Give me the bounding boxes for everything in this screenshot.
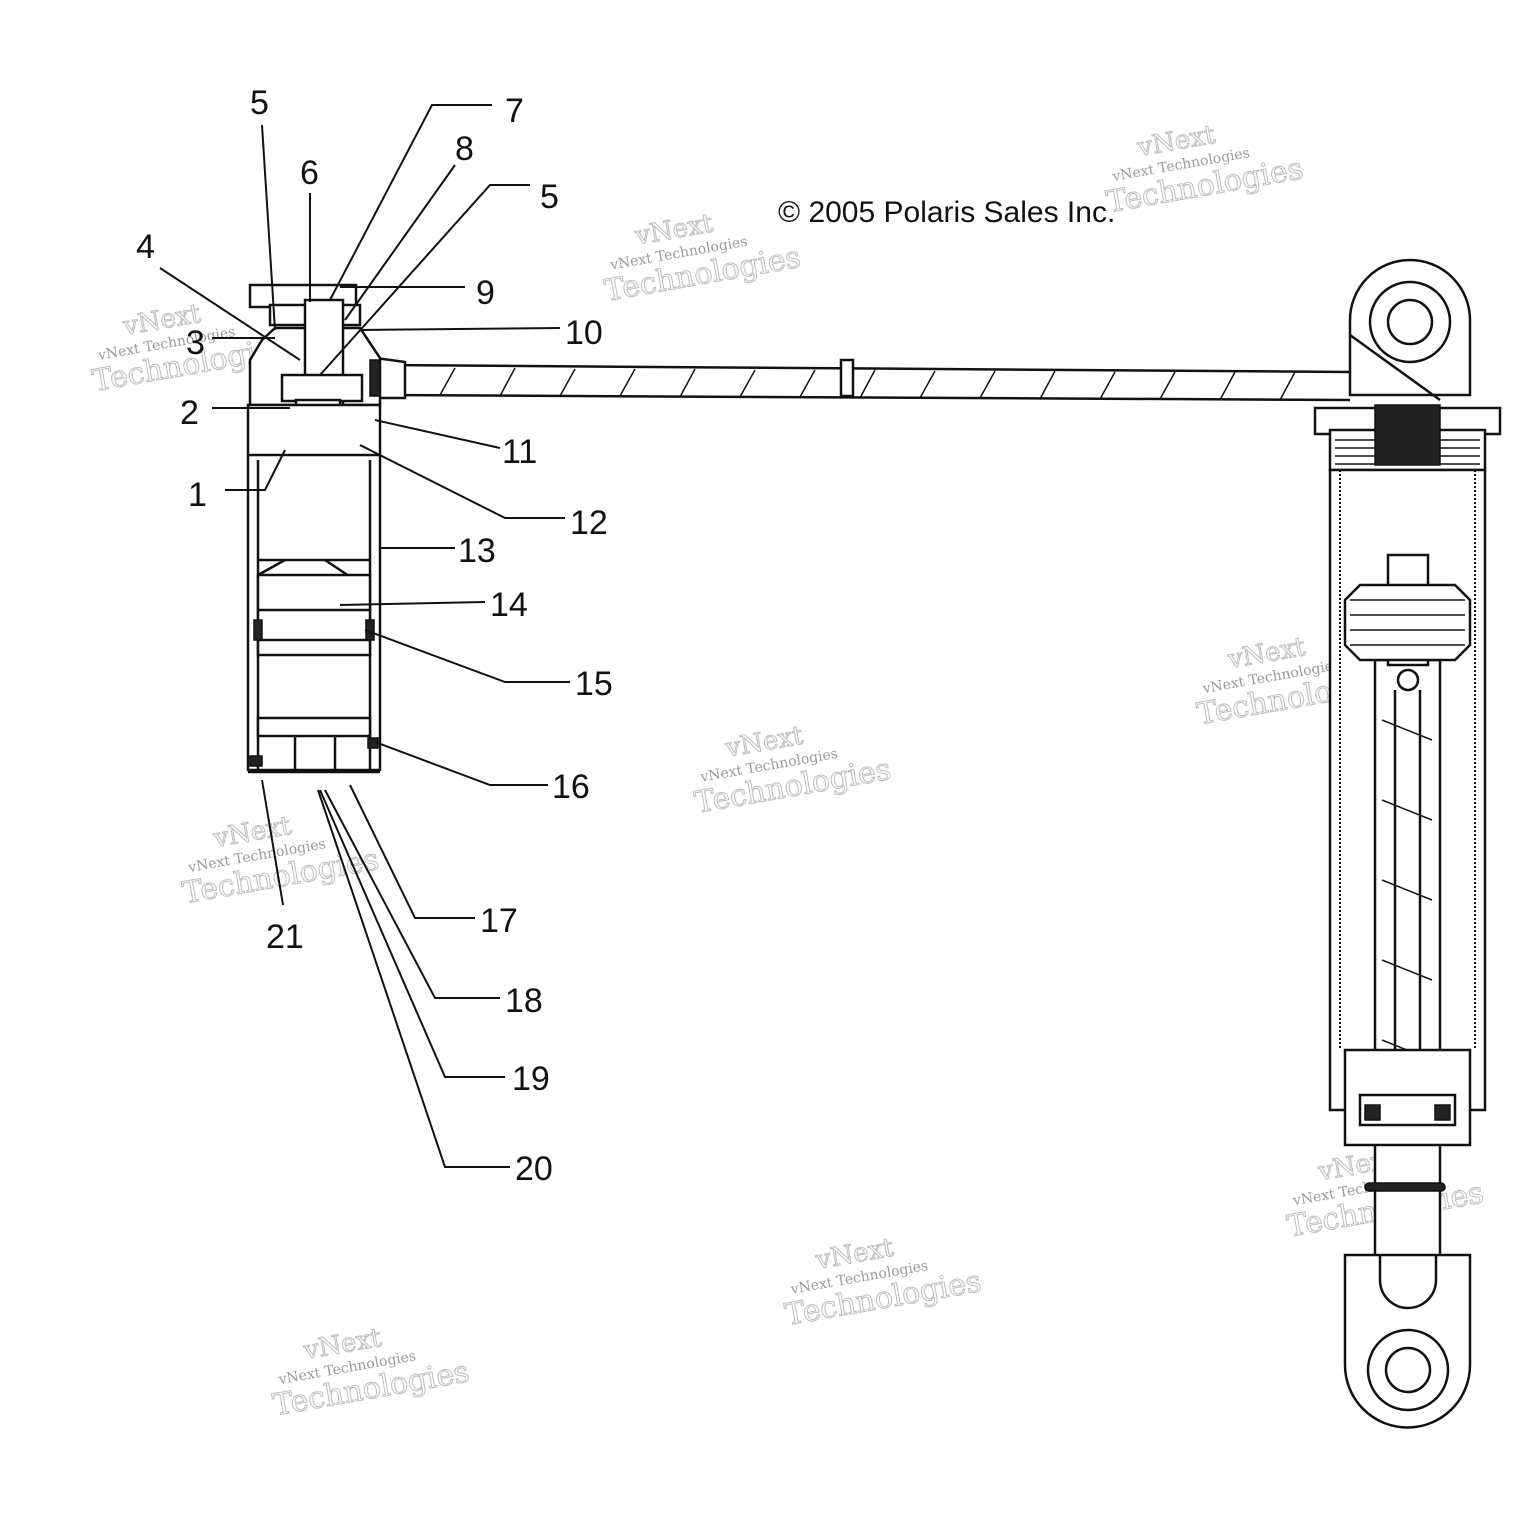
watermark: vNext Technologies vNext Technologies	[782, 1232, 985, 1333]
callout-9: 9	[476, 274, 495, 312]
callout-16: 16	[552, 768, 590, 806]
watermark: vNext Technologies vNext Technologies	[179, 810, 382, 911]
callout-18: 18	[505, 982, 543, 1020]
watermark: vNext Technologies vNext Technologies	[601, 208, 804, 309]
callout-19: 19	[512, 1060, 550, 1098]
watermark: vNext Technologies vNext Technologies	[270, 1322, 473, 1423]
reservoir-hose	[373, 356, 1351, 402]
shock-body-assembly	[1313, 258, 1502, 1429]
callout-1: 1	[188, 476, 207, 514]
callout-5: 5	[250, 84, 269, 122]
callout-15: 15	[575, 665, 613, 703]
callout-labels: 1 2 3 4 5 6 7 8 5 9 10 11 12 13 14 15 16…	[136, 84, 613, 1188]
leader-lines	[159, 104, 570, 1168]
callout-7: 7	[505, 92, 524, 130]
callout-14: 14	[490, 586, 528, 624]
callout-5b: 5	[540, 178, 559, 216]
callout-17: 17	[480, 902, 518, 940]
callout-12: 12	[570, 504, 608, 542]
callout-20: 20	[515, 1150, 553, 1188]
callout-10: 10	[565, 314, 603, 352]
callout-21: 21	[266, 918, 304, 956]
watermark: vNext Technologies vNext Technologies	[692, 720, 895, 821]
copyright-notice: © 2005 Polaris Sales Inc.	[778, 196, 1115, 229]
callout-11: 11	[502, 433, 537, 471]
callout-6: 6	[300, 154, 319, 192]
watermark: vNext Technologies vNext Technologies	[1104, 119, 1307, 220]
callout-3: 3	[186, 324, 205, 362]
reservoir-assembly	[246, 283, 382, 774]
callout-8: 8	[455, 130, 474, 168]
callout-4: 4	[136, 228, 155, 266]
callout-2: 2	[180, 394, 199, 432]
callout-13: 13	[458, 532, 496, 570]
